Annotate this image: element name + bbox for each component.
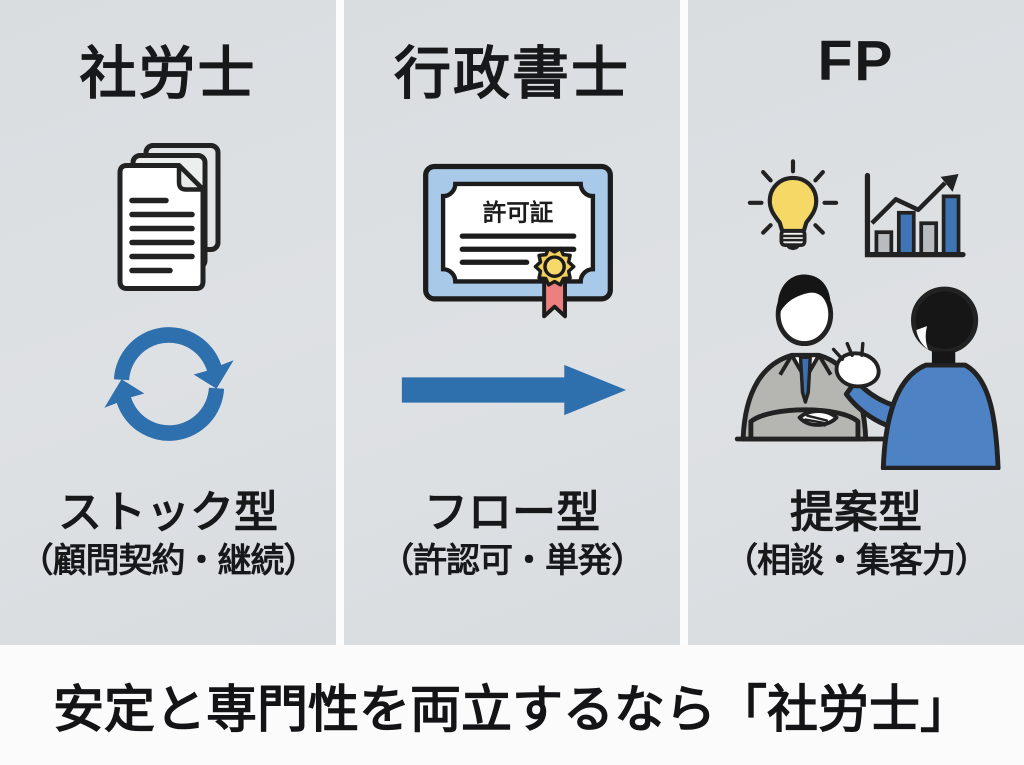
conclusion-text: 安定と専門性を両立するなら「社労士」 (52, 681, 971, 738)
right-arrow-icon (401, 364, 627, 416)
bar-chart-icon (864, 172, 966, 258)
column-title-sharoushi: 社労士 (79, 42, 257, 106)
conclusion-banner: 安定と専門性を両立するなら「社労士」 (0, 645, 1024, 765)
type-label-flow: フロー型 (424, 488, 600, 537)
column-gyoseishoshi: 行政書士 許可証 フロー型 （許認可・単発） (344, 0, 680, 645)
fp-top-icons (688, 158, 1024, 270)
certificate-icon: 許可証 (423, 163, 613, 319)
consultation-icon (734, 274, 1001, 470)
sub-label-teian: （相談・集客力） (724, 542, 989, 580)
cycle-arrows-icon (104, 327, 234, 441)
column-fp: FP (688, 0, 1024, 645)
documents-icon (117, 143, 221, 291)
column-sharoushi: 社労士 (0, 0, 336, 645)
type-label-teian: 提案型 (790, 488, 922, 537)
column-title-fp: FP (817, 29, 895, 93)
columns-row: 社労士 (0, 0, 1024, 645)
lightbulb-icon (747, 159, 839, 251)
sub-label-stock: （顧問契約・継続） (19, 542, 318, 580)
type-label-stock: ストック型 (58, 488, 278, 537)
sub-label-flow: （許認可・単発） (380, 542, 645, 580)
column-title-gyoseishoshi: 行政書士 (394, 42, 630, 106)
certificate-label: 許可証 (483, 198, 554, 225)
